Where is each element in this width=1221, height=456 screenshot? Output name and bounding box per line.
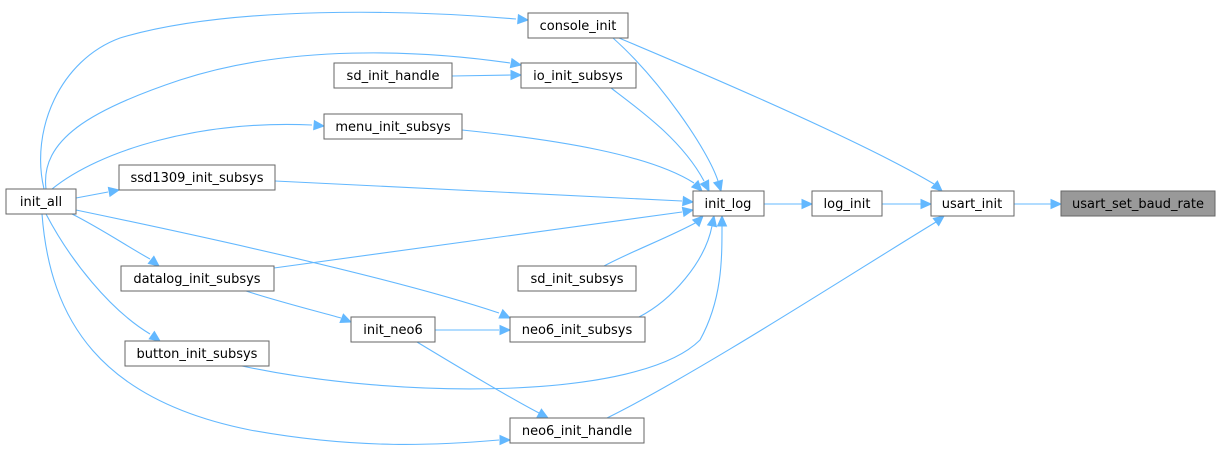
edge-sd-init-subsys-to-init-log bbox=[603, 221, 698, 267]
node-io-init-subsys[interactable]: io_init_subsys bbox=[520, 62, 637, 89]
edge-log-init-to-usart-init-arrowhead bbox=[920, 198, 933, 210]
edge-console-init-to-usart-init bbox=[618, 37, 935, 185]
edge-init-all-to-neo6-init-handle bbox=[41, 213, 500, 446]
edge-io-init-subsys-to-init-log-arrowhead bbox=[699, 179, 710, 193]
edge-menu-init-subsys-to-init-log-arrowhead bbox=[690, 179, 703, 192]
edge-init-all-to-console-init bbox=[40, 11, 517, 190]
node-label-init-neo6: init_neo6 bbox=[363, 323, 423, 338]
node-label-usart-set-baud-rate: usart_set_baud_rate bbox=[1072, 197, 1204, 212]
node-neo6-init-subsys[interactable]: neo6_init_subsys bbox=[509, 316, 646, 343]
edge-button-init-subsys-to-init-log-arrowhead bbox=[716, 214, 728, 227]
edge-init-log-to-log-init-arrowhead bbox=[801, 198, 814, 210]
node-datalog-init-subsys[interactable]: datalog_init_subsys bbox=[120, 265, 275, 292]
edge-init-all-to-io-init-subsys-arrowhead bbox=[509, 57, 523, 69]
node-log-init[interactable]: log_init bbox=[811, 190, 883, 217]
nodes: usart_set_baud_rate usart_init log_init … bbox=[5, 12, 1216, 444]
node-console-init[interactable]: console_init bbox=[527, 12, 629, 39]
node-usart-set-baud-rate[interactable]: usart_set_baud_rate bbox=[1060, 190, 1216, 217]
node-label-button-init-subsys: button_init_subsys bbox=[137, 347, 258, 362]
edge-neo6-init-handle-to-usart-init-arrowhead bbox=[932, 215, 945, 227]
node-label-console-init: console_init bbox=[540, 19, 617, 34]
edge-sd-init-handle-to-io-init-subsys bbox=[451, 74, 512, 77]
edge-ssd1309-init-subsys-to-init-log bbox=[274, 180, 683, 202]
edge-neo6-init-subsys-to-init-log bbox=[638, 225, 713, 318]
edge-init-all-to-io-init-subsys bbox=[44, 52, 511, 190]
node-label-menu-init-subsys: menu_init_subsys bbox=[335, 120, 450, 135]
edge-io-init-subsys-to-init-log bbox=[610, 87, 705, 182]
node-label-neo6-init-handle: neo6_init_handle bbox=[522, 424, 632, 439]
edge-console-init-to-init-log-arrowhead bbox=[712, 179, 724, 193]
node-init-neo6[interactable]: init_neo6 bbox=[350, 316, 436, 343]
node-menu-init-subsys[interactable]: menu_init_subsys bbox=[323, 113, 463, 140]
node-label-log-init: log_init bbox=[824, 197, 871, 212]
edge-usart-init-to-usart-set-baud-rate-arrowhead bbox=[1050, 198, 1063, 210]
node-sd-init-handle[interactable]: sd_init_handle bbox=[333, 62, 453, 89]
edge-datalog-init-subsys-to-init-neo6 bbox=[245, 290, 342, 319]
edge-datalog-init-subsys-to-init-neo6-arrowhead bbox=[339, 313, 353, 323]
edge-init-all-to-menu-init-subsys bbox=[51, 123, 313, 190]
edge-init-all-to-neo6-init-handle-arrowhead bbox=[499, 434, 512, 446]
edge-init-neo6-to-neo6-init-subsys-arrowhead bbox=[499, 324, 512, 336]
edge-sd-init-handle-to-io-init-subsys-arrowhead bbox=[510, 69, 523, 81]
node-label-sd-init-handle: sd_init_handle bbox=[347, 69, 440, 84]
edge-init-all-to-datalog-init-subsys-arrowhead bbox=[147, 255, 160, 267]
edge-init-all-to-neo6-init-subsys-arrowhead bbox=[498, 308, 512, 319]
node-ssd1309-init-subsys[interactable]: ssd1309_init_subsys bbox=[118, 164, 276, 191]
node-usart-init[interactable]: usart_init bbox=[930, 190, 1015, 217]
node-label-ssd1309-init-subsys: ssd1309_init_subsys bbox=[131, 171, 264, 186]
edges bbox=[40, 11, 1051, 446]
node-sd-init-subsys[interactable]: sd_init_subsys bbox=[517, 265, 637, 292]
edge-init-all-to-neo6-init-subsys bbox=[75, 209, 500, 314]
node-neo6-init-handle[interactable]: neo6_init_handle bbox=[509, 417, 645, 444]
edge-init-neo6-to-neo6-init-handle bbox=[416, 341, 540, 414]
node-init-all[interactable]: init_all bbox=[5, 188, 77, 215]
edge-init-all-to-menu-init-subsys-arrowhead bbox=[313, 119, 326, 131]
edge-neo6-init-handle-to-usart-init bbox=[606, 221, 937, 419]
node-label-datalog-init-subsys: datalog_init_subsys bbox=[133, 272, 260, 287]
edge-init-all-to-console-init-arrowhead bbox=[517, 13, 530, 25]
edge-console-init-to-init-log bbox=[612, 37, 719, 182]
edge-sd-init-subsys-to-init-log-arrowhead bbox=[691, 215, 704, 228]
edge-init-all-to-ssd1309-init-subsys bbox=[75, 191, 109, 199]
edge-menu-init-subsys-to-init-log bbox=[461, 129, 695, 184]
arrowheads bbox=[107, 13, 1063, 446]
edge-init-all-to-ssd1309-init-subsys-arrowhead bbox=[107, 186, 121, 198]
node-label-sd-init-subsys: sd_init_subsys bbox=[530, 272, 623, 287]
edge-init-all-to-datalog-init-subsys bbox=[71, 213, 151, 260]
node-init-log[interactable]: init_log bbox=[692, 190, 765, 217]
edge-init-neo6-to-neo6-init-handle-arrowhead bbox=[536, 408, 550, 419]
node-label-neo6-init-subsys: neo6_init_subsys bbox=[522, 323, 633, 338]
edge-init-all-to-button-init-subsys-arrowhead bbox=[148, 330, 161, 342]
node-button-init-subsys[interactable]: button_init_subsys bbox=[124, 340, 270, 367]
edge-console-init-to-usart-init-arrowhead bbox=[930, 180, 943, 192]
edge-datalog-init-subsys-to-init-log bbox=[273, 211, 683, 269]
node-label-init-all: init_all bbox=[20, 195, 62, 210]
edge-button-init-subsys-to-init-log bbox=[241, 225, 723, 390]
edge-ssd1309-init-subsys-to-init-log-arrowhead bbox=[682, 195, 695, 207]
edge-neo6-init-subsys-to-init-log-arrowhead bbox=[706, 214, 718, 228]
edge-datalog-init-subsys-to-init-log-arrowhead bbox=[681, 206, 695, 218]
edge-init-all-to-button-init-subsys bbox=[45, 213, 151, 335]
node-label-init-log: init_log bbox=[705, 197, 752, 212]
node-label-io-init-subsys: io_init_subsys bbox=[533, 69, 623, 84]
node-label-usart-init: usart_init bbox=[942, 197, 1002, 212]
